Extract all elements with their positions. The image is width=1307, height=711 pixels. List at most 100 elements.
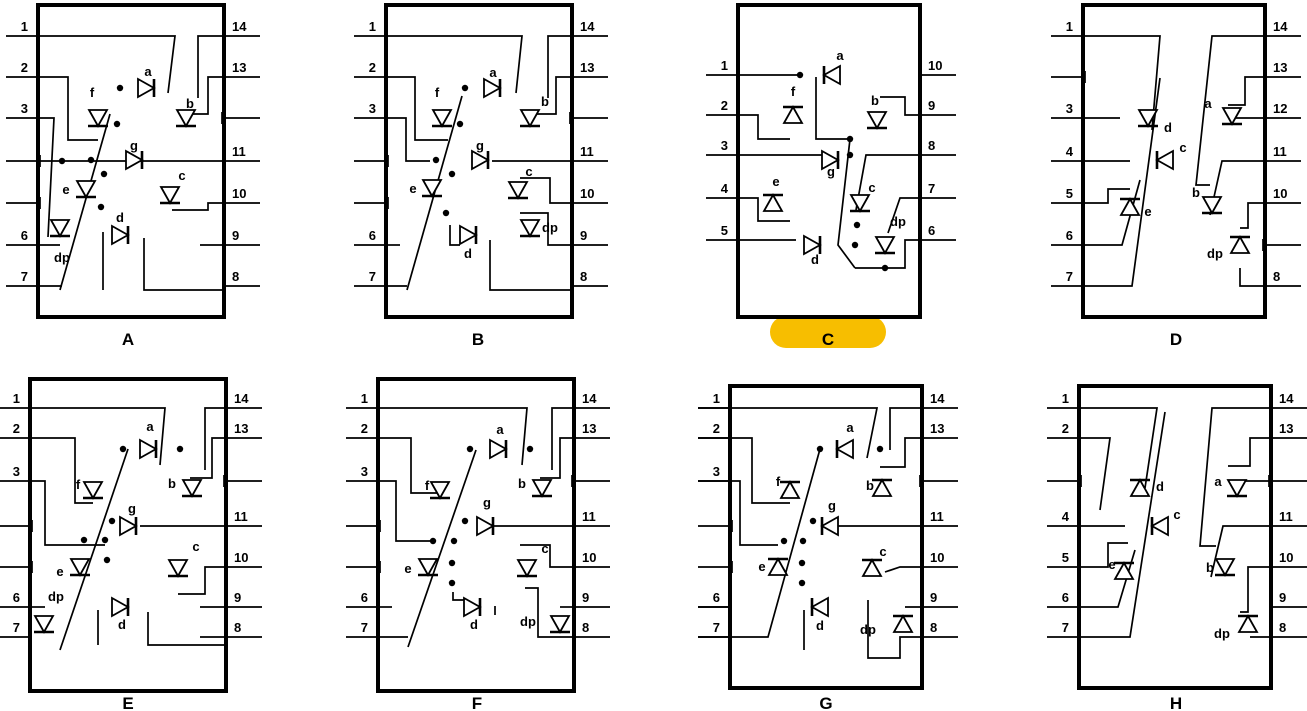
pin-label-6: 6: [361, 590, 368, 605]
pin-label-3: 3: [369, 101, 376, 116]
segment-label-b: b: [168, 476, 176, 491]
trace: [143, 238, 224, 291]
segment-label-a: a: [496, 422, 504, 437]
pin-label-11: 11: [234, 509, 248, 524]
pin-label-5: 5: [721, 223, 728, 238]
segment-label-d: d: [1164, 120, 1172, 135]
junction-dot: [58, 157, 66, 165]
pin-label-9: 9: [234, 590, 241, 605]
pin-label-14: 14: [930, 391, 945, 406]
pin-label-2: 2: [369, 60, 376, 75]
pin-label-8: 8: [928, 138, 935, 153]
pin-label-4: 4: [1066, 144, 1074, 159]
segment-label-b: b: [871, 93, 879, 108]
pin-label-10: 10: [580, 186, 594, 201]
segment-label-a: a: [836, 48, 844, 63]
trace: [738, 197, 790, 222]
segment-label-a: a: [846, 420, 854, 435]
pin-label-3: 3: [721, 138, 728, 153]
trace: [59, 113, 111, 291]
diagram-title: G: [819, 694, 832, 711]
pin-label-10: 10: [232, 186, 246, 201]
segment-label-dp: dp: [48, 589, 64, 604]
pin-label-13: 13: [930, 421, 944, 436]
segment-label-f: f: [791, 84, 796, 99]
diode-c: [516, 559, 538, 578]
segment-label-e: e: [1108, 557, 1115, 572]
pin-label-6: 6: [21, 228, 28, 243]
diode-g: [119, 515, 138, 537]
segment-label-c: c: [192, 539, 199, 554]
pin-label-12: 12: [1273, 101, 1287, 116]
trace: [520, 177, 572, 204]
pin-label-13: 13: [1279, 421, 1293, 436]
pin-label-10: 10: [1279, 550, 1293, 565]
pin-label-13: 13: [1273, 60, 1287, 75]
pin-label-2: 2: [361, 421, 368, 436]
trace: [1083, 35, 1161, 131]
segment-label-f: f: [76, 477, 81, 492]
pin-label-1: 1: [369, 19, 376, 34]
diode-c: [1150, 515, 1169, 537]
segment-label-c: c: [178, 168, 185, 183]
junction-dot: [809, 517, 817, 525]
segment-label-c: c: [868, 180, 875, 195]
trace: [855, 154, 920, 211]
junction-dot: [461, 84, 469, 92]
diode-d: [810, 596, 829, 618]
diode-b: [1214, 558, 1236, 577]
diode-a: [489, 438, 508, 460]
trace: [378, 407, 528, 466]
trace: [1079, 411, 1166, 638]
trace: [1083, 179, 1141, 246]
package-outline: [376, 377, 576, 693]
pin-label-10: 10: [928, 58, 942, 73]
trace: [386, 76, 448, 141]
pin-label-8: 8: [232, 269, 239, 284]
pin-label-10: 10: [1273, 186, 1287, 201]
trace: [407, 449, 477, 648]
diode-dp: [1229, 235, 1251, 254]
segment-label-e: e: [404, 561, 411, 576]
pin-label-11: 11: [1273, 144, 1287, 159]
segment-label-dp: dp: [520, 614, 536, 629]
trace: [204, 407, 226, 470]
segment-label-f: f: [776, 474, 781, 489]
pin-label-3: 3: [13, 464, 20, 479]
junction-dot: [798, 579, 806, 587]
diode-d: [111, 596, 130, 618]
pin-label-4: 4: [1062, 509, 1070, 524]
segment-label-d: d: [811, 252, 819, 267]
segment-label-c: c: [1173, 507, 1180, 522]
trace: [698, 480, 778, 546]
junction-dot: [846, 151, 854, 159]
pin-label-8: 8: [234, 620, 241, 635]
trace: [867, 600, 922, 659]
pin-label-8: 8: [930, 620, 937, 635]
pin-label-7: 7: [13, 620, 20, 635]
pin-label-8: 8: [1273, 269, 1280, 284]
trace: [378, 480, 431, 542]
diode-b: [181, 479, 203, 498]
pin-label-13: 13: [232, 60, 246, 75]
pin-label-11: 11: [1279, 509, 1293, 524]
segment-label-b: b: [1192, 185, 1200, 200]
segment-label-a: a: [144, 64, 152, 79]
trace: [38, 76, 98, 141]
trace: [1083, 188, 1130, 204]
pin-label-9: 9: [928, 98, 935, 113]
diode-f: [431, 109, 453, 128]
pin-label-9: 9: [930, 590, 937, 605]
trace: [1199, 407, 1271, 547]
diode-d: [463, 596, 482, 618]
segment-label-b: b: [541, 94, 549, 109]
pin-label-6: 6: [1062, 590, 1069, 605]
junction-dot: [176, 445, 184, 453]
trace: [386, 117, 430, 162]
pin-label-7: 7: [369, 269, 376, 284]
diode-c: [507, 181, 529, 200]
diode-e: [767, 557, 789, 576]
trace: [1195, 35, 1265, 186]
diode-d: [111, 224, 130, 246]
